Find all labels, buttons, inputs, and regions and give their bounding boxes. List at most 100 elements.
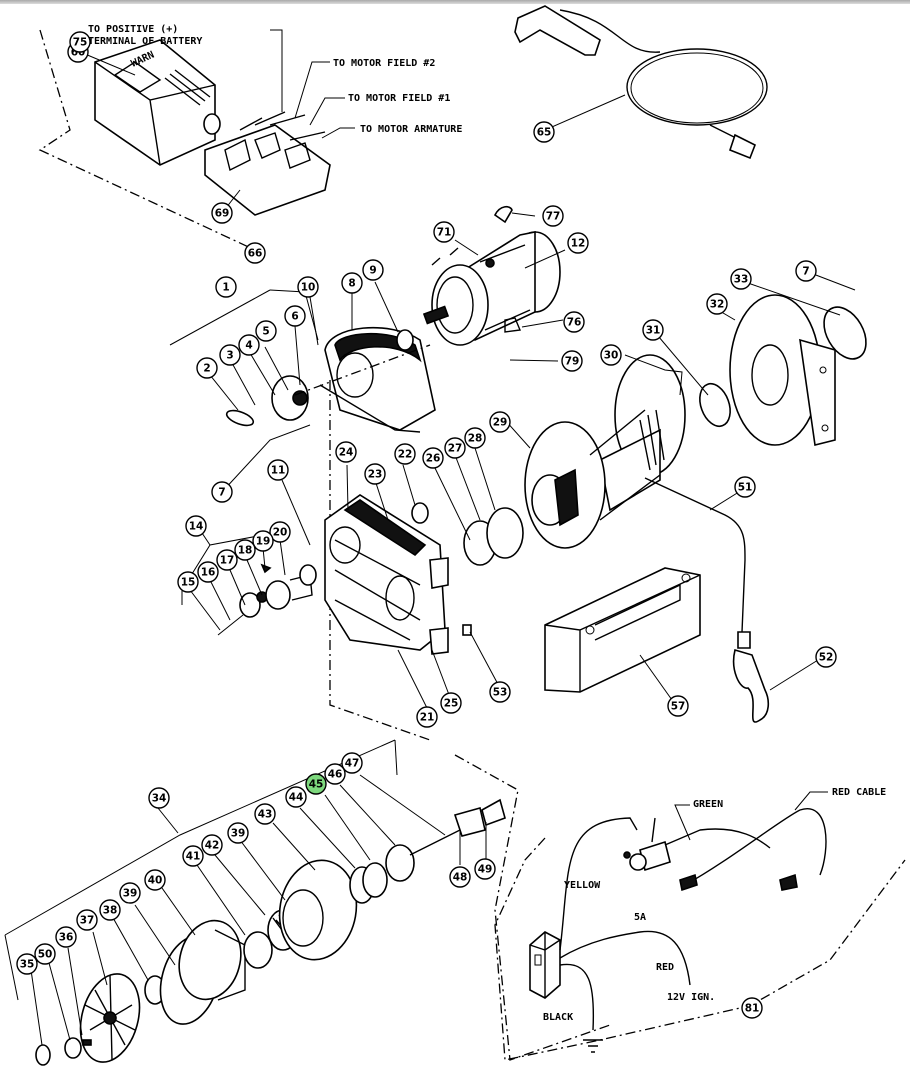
callout-5[interactable]: 5: [255, 320, 277, 342]
callout-31[interactable]: 31: [642, 319, 664, 341]
armature-label: TO MOTOR ARMATURE: [360, 124, 462, 135]
callout-51[interactable]: 51: [734, 476, 756, 498]
leader-35: [30, 969, 43, 1046]
callout-3[interactable]: 3: [219, 344, 241, 366]
callout-9[interactable]: 9: [362, 259, 384, 281]
callout-11[interactable]: 11: [267, 459, 289, 481]
callout-6[interactable]: 6: [284, 305, 306, 327]
callout-15[interactable]: 15: [177, 571, 199, 593]
callout-1[interactable]: 1: [215, 276, 237, 298]
green-wire-label: GREEN: [693, 799, 723, 810]
callout-41[interactable]: 41: [182, 845, 204, 867]
callout-circle: [69, 31, 91, 53]
wiring-kit: [529, 808, 827, 1053]
leader-77: [511, 212, 536, 217]
leader-23: [374, 479, 389, 521]
callout-66[interactable]: 66: [244, 242, 266, 264]
callout-18[interactable]: 18: [234, 539, 256, 561]
callout-7[interactable]: 7: [795, 260, 817, 282]
callout-30[interactable]: 30: [600, 344, 622, 366]
callout-27[interactable]: 27: [444, 437, 466, 459]
callout-12[interactable]: 12: [567, 232, 589, 254]
callout-circle: [285, 786, 307, 808]
callout-19[interactable]: 19: [252, 530, 274, 552]
tie-plate: [699, 294, 867, 446]
callout-44[interactable]: 44: [285, 786, 307, 808]
callout-46[interactable]: 46: [324, 763, 346, 785]
callout-21[interactable]: 21: [416, 706, 438, 728]
callout-circle: [305, 773, 327, 795]
callout-24[interactable]: 24: [335, 441, 357, 463]
callout-2[interactable]: 2: [196, 357, 218, 379]
callout-33[interactable]: 33: [730, 268, 752, 290]
callout-number: 77: [546, 211, 561, 223]
callout-79[interactable]: 79: [561, 350, 583, 372]
callout-7[interactable]: 7: [211, 481, 233, 503]
callout-28[interactable]: 28: [464, 427, 486, 449]
callout-circle: [422, 447, 444, 469]
callout-17[interactable]: 17: [216, 549, 238, 571]
group-66-boundary: [38, 29, 256, 251]
callout-number: 36: [59, 932, 74, 944]
callout-32[interactable]: 32: [706, 293, 728, 315]
callout-39[interactable]: 39: [119, 882, 141, 904]
callout-40[interactable]: 40: [144, 869, 166, 891]
callout-number: 41: [186, 851, 201, 863]
callout-57[interactable]: 57: [667, 695, 689, 717]
callout-25[interactable]: 25: [440, 692, 462, 714]
callout-77[interactable]: 77: [542, 205, 564, 227]
callout-26[interactable]: 26: [422, 447, 444, 469]
callout-number: 35: [20, 959, 35, 971]
callout-number: 14: [189, 521, 204, 533]
leader-57: [639, 654, 673, 701]
callout-38[interactable]: 38: [99, 899, 121, 921]
callout-43[interactable]: 43: [254, 803, 276, 825]
callout-52[interactable]: 52: [815, 646, 837, 668]
callout-49[interactable]: 49: [474, 858, 496, 880]
callout-76[interactable]: 76: [563, 311, 585, 333]
callout-35[interactable]: 35: [16, 953, 38, 975]
leader-15: [189, 589, 221, 631]
callout-20[interactable]: 20: [269, 521, 291, 543]
callout-65[interactable]: 65: [533, 121, 555, 143]
callout-4[interactable]: 4: [238, 334, 260, 356]
callout-37[interactable]: 37: [76, 909, 98, 931]
callout-23[interactable]: 23: [364, 463, 386, 485]
callout-39[interactable]: 39: [227, 822, 249, 844]
leader-3: [231, 362, 256, 406]
callout-71[interactable]: 71: [433, 221, 455, 243]
leader-52: [769, 659, 819, 691]
callout-8[interactable]: 8: [341, 272, 363, 294]
callout-36[interactable]: 36: [55, 926, 77, 948]
shaft-axis-line: [294, 344, 431, 396]
callout-10[interactable]: 10: [297, 276, 319, 298]
callout-69[interactable]: 69: [211, 202, 233, 224]
callout-number: 27: [448, 443, 463, 455]
callout-81[interactable]: 81: [741, 997, 763, 1019]
callout-number: 31: [646, 325, 661, 337]
callout-circle: [196, 357, 218, 379]
callout-22[interactable]: 22: [394, 443, 416, 465]
callout-14[interactable]: 14: [185, 515, 207, 537]
callout-50[interactable]: 50: [34, 943, 56, 965]
callout-circle: [99, 899, 121, 921]
callout-29[interactable]: 29: [489, 411, 511, 433]
callout-75[interactable]: 75: [69, 31, 91, 53]
callout-48[interactable]: 48: [449, 866, 471, 888]
leader-22: [402, 464, 416, 506]
callout-circle: [542, 205, 564, 227]
callout-circle: [433, 221, 455, 243]
callout-53[interactable]: 53: [489, 681, 511, 703]
callout-34[interactable]: 34: [148, 787, 170, 809]
callout-number: 46: [328, 769, 343, 781]
leader-7a: [221, 424, 311, 493]
leader-60: [84, 53, 136, 76]
callout-number: 29: [493, 417, 508, 429]
callout-number: 47: [345, 758, 360, 770]
callout-16[interactable]: 16: [197, 561, 219, 583]
callout-42[interactable]: 42: [201, 834, 223, 856]
planetary-group-dashed: [454, 754, 611, 1061]
callout-47[interactable]: 47: [341, 752, 363, 774]
callout-45[interactable]: 45: [305, 773, 327, 795]
callout-circle: [211, 202, 233, 224]
